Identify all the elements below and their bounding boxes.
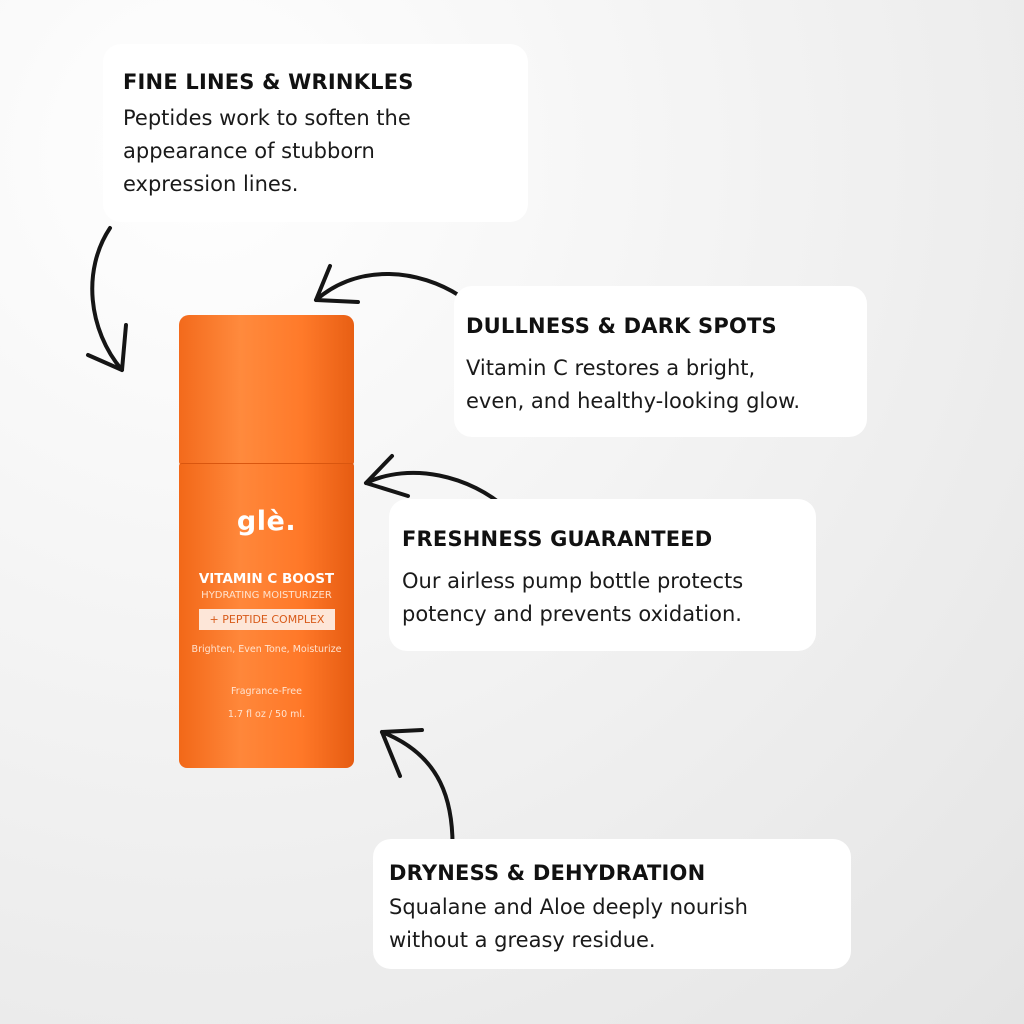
card-text: Peptides work to soften the appearance o… bbox=[123, 102, 508, 201]
card-line: without a greasy residue. bbox=[389, 928, 656, 952]
card-line: Squalane and Aloe deeply nourish bbox=[389, 895, 748, 919]
card-line: appearance of stubborn bbox=[123, 139, 375, 163]
product-benefits: Brighten, Even Tone, Moisturize bbox=[191, 644, 342, 655]
bottle-body: glè. VITAMIN C BOOST HYDRATING MOISTURIZ… bbox=[179, 463, 354, 768]
card-dullness: DULLNESS & DARK SPOTS Vitamin C restores… bbox=[454, 286, 867, 437]
arrow-freshness bbox=[364, 470, 510, 512]
arrow-dryness-head bbox=[380, 728, 424, 778]
card-freshness: FRESHNESS GUARANTEED Our airless pump bo… bbox=[389, 499, 816, 651]
card-title: FINE LINES & WRINKLES bbox=[123, 70, 414, 94]
brand-logo: glè. bbox=[236, 506, 297, 537]
card-title: DULLNESS & DARK SPOTS bbox=[466, 314, 777, 338]
card-line: Peptides work to soften the bbox=[123, 106, 411, 130]
card-line: Our airless pump bottle protects bbox=[402, 569, 744, 593]
product-bottle: glè. VITAMIN C BOOST HYDRATING MOISTURIZ… bbox=[179, 315, 354, 768]
arrow-fine-lines-head bbox=[86, 323, 128, 372]
product-complex-badge: + PEPTIDE COMPLEX bbox=[199, 609, 335, 630]
arrow-fine-lines bbox=[90, 226, 124, 372]
card-text: Our airless pump bottle protects potency… bbox=[402, 565, 803, 631]
card-line: Vitamin C restores a bright, bbox=[466, 356, 756, 380]
arrow-freshness-head bbox=[364, 454, 410, 498]
product-fragrance: Fragrance-Free bbox=[231, 686, 302, 697]
product-volume: 1.7 fl oz / 50 ml. bbox=[227, 709, 306, 720]
arrow-dullness-head bbox=[314, 264, 360, 304]
card-line: expression lines. bbox=[123, 172, 299, 196]
card-line: potency and prevents oxidation. bbox=[402, 602, 742, 626]
bottle-cap bbox=[179, 315, 354, 465]
card-dryness: DRYNESS & DEHYDRATION Squalane and Aloe … bbox=[373, 839, 851, 969]
card-text: Vitamin C restores a bright, even, and h… bbox=[466, 352, 855, 418]
card-line: even, and healthy-looking glow. bbox=[466, 389, 801, 413]
card-title: DRYNESS & DEHYDRATION bbox=[389, 861, 706, 885]
card-title: FRESHNESS GUARANTEED bbox=[402, 527, 713, 551]
arrow-dullness bbox=[314, 272, 462, 302]
product-name: VITAMIN C BOOST bbox=[198, 571, 335, 587]
card-text: Squalane and Aloe deeply nourish without… bbox=[389, 891, 835, 957]
card-fine-lines: FINE LINES & WRINKLES Peptides work to s… bbox=[103, 44, 528, 222]
product-subtitle: HYDRATING MOISTURIZER bbox=[201, 590, 332, 601]
